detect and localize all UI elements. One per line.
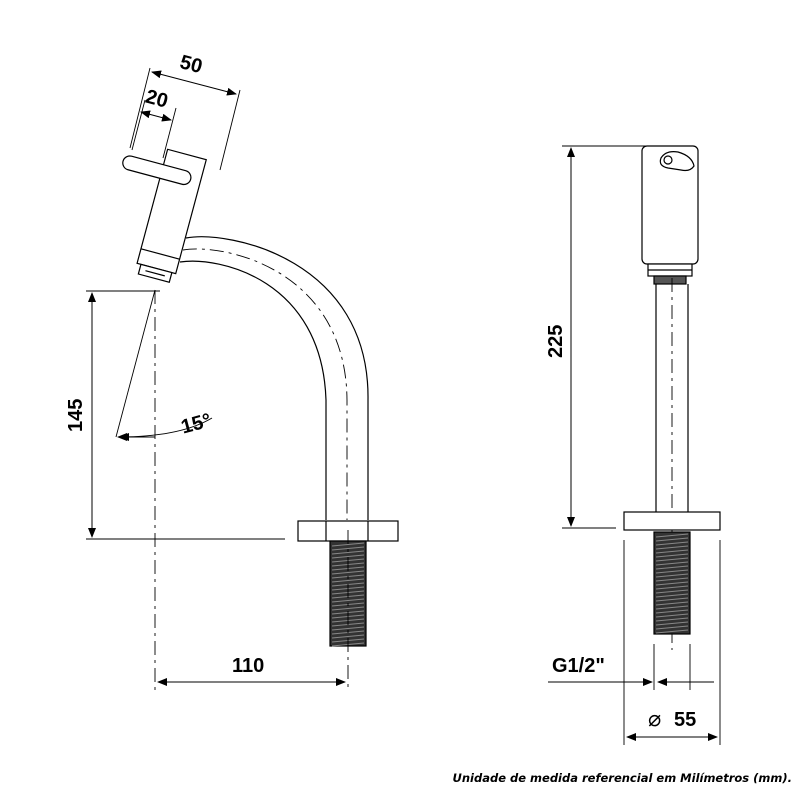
spout-outer [185, 236, 369, 520]
spout-centerline [182, 248, 348, 520]
dim-label-50: 50 [177, 51, 204, 78]
front-view [548, 145, 721, 745]
dim-label-110: 110 [232, 655, 264, 677]
dim-label-20: 20 [143, 86, 170, 113]
dim-label-145: 145 [65, 399, 87, 432]
faucet-head-side [122, 148, 207, 284]
measurement-unit-note: Unidade de medida referencial em Milímet… [452, 771, 792, 785]
dim-label-55: 55 [674, 709, 696, 731]
diameter-symbol: ⌀ [648, 707, 661, 732]
base-flange-front [623, 511, 721, 531]
dim-label-225: 225 [545, 325, 567, 358]
dim-label-thread: G1/2" [552, 655, 605, 677]
dim-label-15-degrees: 15° [179, 410, 214, 439]
threaded-stem-front [653, 531, 691, 635]
side-view [86, 67, 399, 690]
spout-inner [179, 260, 327, 520]
